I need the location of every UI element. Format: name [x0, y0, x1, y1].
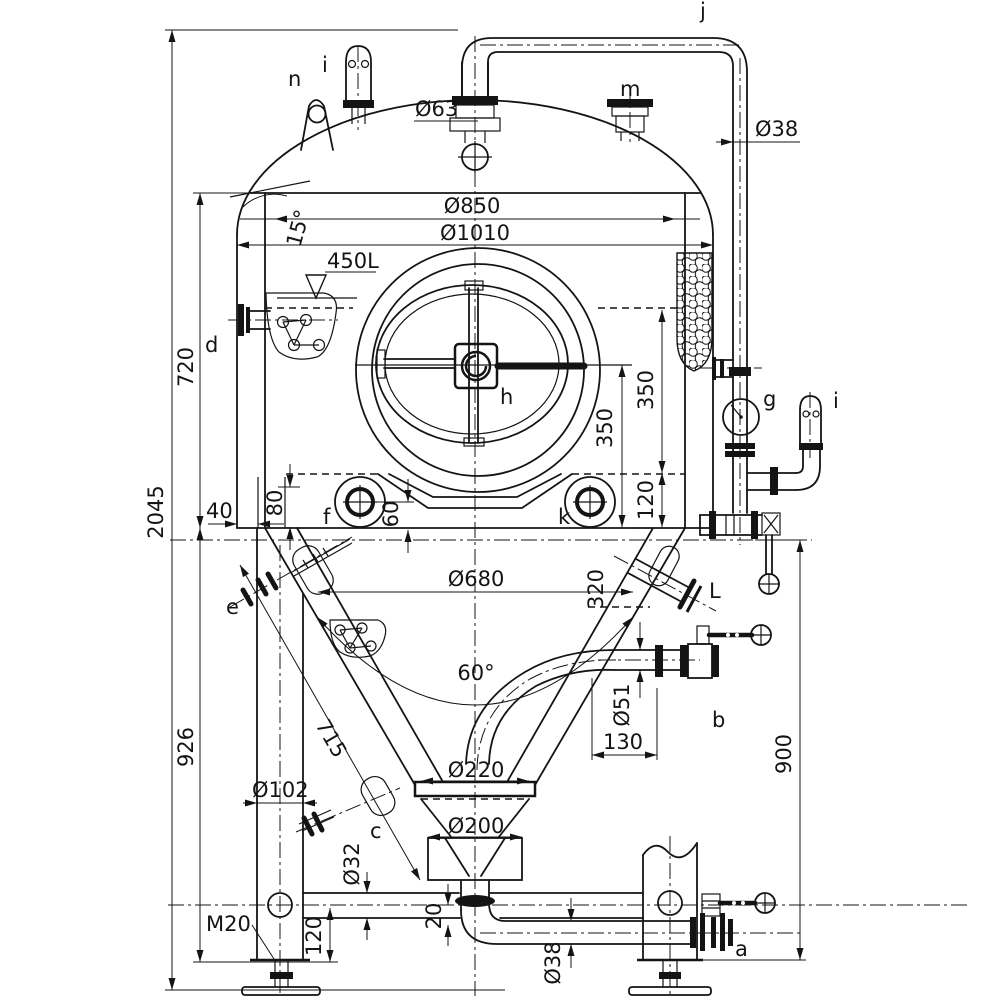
dim-racking-dia: Ø51	[610, 683, 634, 726]
dim-foot-thread: M20	[206, 912, 251, 936]
sample-arm-fitting	[746, 395, 823, 495]
manway	[355, 247, 632, 493]
dim-cone-top-dia: Ø680	[448, 567, 505, 591]
pressure-gauge	[722, 398, 760, 436]
dim-jacket-band: 350	[634, 370, 658, 410]
dim-working-volume: 450L	[327, 249, 379, 273]
dim-base-height: 900	[772, 734, 796, 774]
dimension-texts: Ø63 Ø850 Ø1010 Ø38 15° 450L 720 2045 350…	[144, 97, 798, 985]
label-c: c	[370, 819, 382, 843]
shell-nozzle-k	[564, 476, 616, 528]
label-i-right: i	[833, 389, 839, 413]
dimension-lines	[165, 29, 806, 991]
dim-jacket-to-bottom: 120	[634, 480, 658, 520]
label-k: k	[558, 505, 571, 529]
racking-valve-b	[613, 624, 772, 679]
drain-valve-a	[690, 892, 776, 951]
dim-cone-nozzle-offset: 320	[584, 569, 608, 609]
tank-shell	[229, 99, 714, 529]
dim-cone-flange-dia: Ø220	[448, 758, 505, 782]
dim-leg-dia: Ø102	[252, 778, 309, 802]
label-i-top: i	[322, 53, 328, 77]
dim-brace-dia: Ø32	[340, 842, 364, 885]
dim-head-dia: Ø850	[444, 194, 501, 218]
lifting-lug	[300, 99, 334, 151]
dim-drop-offset: 20	[422, 903, 446, 930]
dim-shell-dia: Ø1010	[440, 221, 510, 245]
cooling-jacket-section	[676, 252, 713, 372]
vent-fitting-top	[343, 45, 374, 124]
dim-total-height: 2045	[144, 485, 168, 538]
racking-arm	[465, 649, 615, 765]
dim-cone-angle: 60°	[457, 661, 494, 685]
dim-lower-height: 926	[174, 727, 198, 767]
dim-manway-to-bottom: 350	[593, 408, 617, 448]
level-mark	[277, 271, 376, 300]
dim-skirt-offset: 40	[206, 499, 233, 523]
label-b: b	[712, 708, 725, 732]
cone-nozzle-L	[627, 545, 703, 613]
side-port-d	[238, 292, 338, 360]
label-g: g	[763, 387, 776, 411]
label-n: n	[288, 67, 301, 91]
label-h: h	[500, 385, 513, 409]
label-d: d	[205, 333, 218, 357]
dim-racking-offset: 130	[603, 730, 643, 754]
dim-shell-height: 720	[174, 347, 198, 387]
bottom-outlet-pipe	[455, 879, 691, 945]
relief-fitting-m	[607, 99, 653, 141]
dim-gusset-height: 80	[263, 490, 287, 517]
label-a: a	[735, 937, 748, 961]
dim-gas-pipe-dia: Ø38	[755, 117, 798, 141]
label-e: e	[226, 595, 239, 619]
part-labels: j n i m d h g i f k e L b c a	[205, 0, 839, 961]
dim-foot-adjust: 120	[302, 916, 326, 956]
side-nozzle-stub	[712, 357, 751, 380]
pipe-clamps-right	[725, 443, 755, 457]
dim-cone-slant: 715	[311, 715, 352, 762]
gas-pipe	[461, 37, 748, 514]
dim-head-angle: 15°	[282, 207, 315, 249]
dim-drain-dia: Ø38	[541, 941, 565, 984]
dim-nozzle-offset: 60	[379, 501, 403, 528]
dim-outlet-dia: Ø200	[448, 814, 505, 838]
dim-cip-dia: Ø63	[415, 97, 458, 121]
label-j: j	[699, 0, 706, 23]
label-m: m	[620, 77, 640, 101]
label-f: f	[323, 505, 331, 529]
bottom-tee-valve	[699, 511, 781, 595]
jacket-boundaries	[257, 307, 685, 528]
label-L: L	[709, 579, 721, 603]
shell-nozzle-f	[334, 476, 386, 528]
